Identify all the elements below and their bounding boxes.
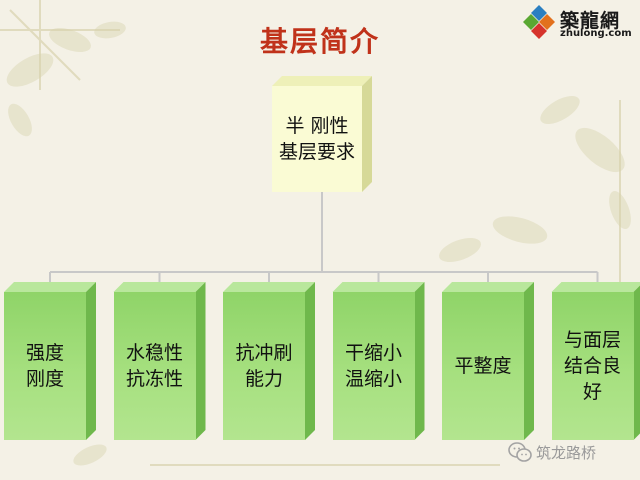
logo-url: zhulong.com	[560, 28, 632, 39]
requirement-node-4-top	[442, 282, 534, 292]
wechat-icon	[508, 442, 532, 462]
zhulong-logo: 築龍網 zhulong.com	[520, 4, 636, 42]
requirement-node-1-side	[195, 282, 206, 440]
requirement-node-5-top	[551, 282, 640, 292]
requirement-node-2-side	[305, 282, 315, 440]
watermark: 筑龙路桥	[508, 440, 596, 464]
logo-mark-icon	[523, 5, 555, 39]
slide-title: 基层简介	[259, 25, 380, 58]
requirement-node-erosion-resistance: 抗冲刷 能力	[223, 292, 305, 440]
root-node-top	[272, 76, 372, 86]
requirement-node-label: 与面层 结合良 好	[563, 329, 621, 403]
requirement-node-water-stability: 水稳性 抗冻性	[113, 292, 196, 440]
root-node-side	[362, 76, 372, 192]
requirement-node-label: 平整度	[454, 355, 512, 377]
requirement-node-label: 干缩小 温缩小	[344, 342, 402, 390]
requirement-node-5-side	[633, 285, 640, 440]
requirement-node-3-side	[414, 282, 425, 440]
requirement-node-1-top	[113, 282, 206, 292]
requirement-node-smoothness: 平整度	[442, 292, 524, 440]
requirement-node-label: 抗冲刷 能力	[235, 342, 293, 390]
requirement-node-label: 强度 刚度	[25, 342, 64, 390]
requirement-node-0-top	[4, 282, 96, 292]
requirement-node-0-side	[86, 282, 96, 440]
requirement-node-2-top	[223, 282, 315, 292]
requirement-node-4-side	[524, 282, 534, 440]
watermark-text: 筑龙路桥	[536, 443, 597, 462]
root-node: 半 刚性 基层要求	[272, 86, 362, 192]
logo-name: 築龍網	[560, 10, 621, 32]
requirement-node-bonding: 与面层 结合良 好	[551, 292, 634, 440]
requirement-node-label: 水稳性 抗冻性	[125, 342, 183, 390]
requirement-node-3-top	[332, 282, 425, 292]
requirement-node-strength: 强度 刚度	[4, 292, 86, 440]
root-node-label: 半 刚性 基层要求	[278, 115, 355, 163]
requirement-node-shrinkage: 干缩小 温缩小	[332, 292, 415, 440]
